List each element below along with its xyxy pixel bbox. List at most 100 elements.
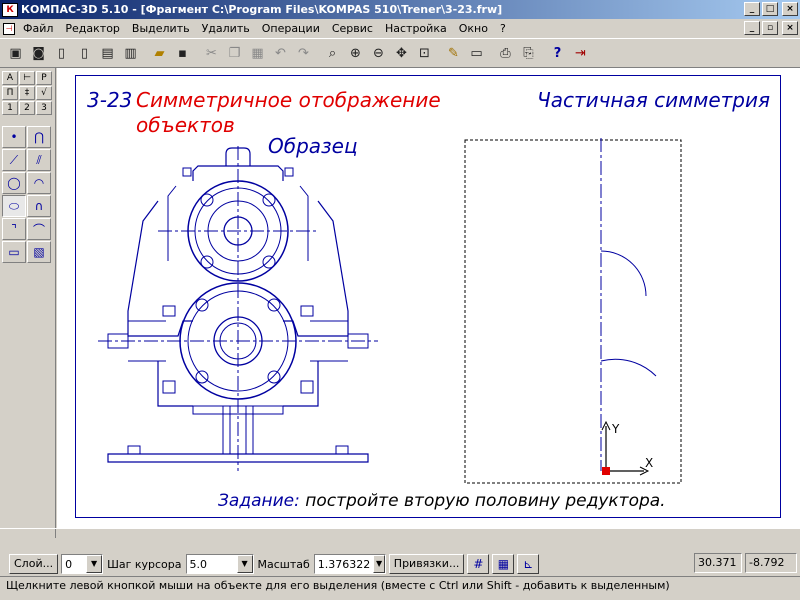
zoom-in-icon[interactable]: ⊕	[350, 45, 361, 61]
scale-value: 1.376322	[317, 557, 371, 571]
print-preview-icon[interactable]: ⎙	[500, 45, 511, 61]
text-tool-button[interactable]: А	[2, 71, 18, 85]
circle-icon[interactable]: ◯	[2, 172, 26, 194]
help-icon[interactable]: ?	[553, 45, 562, 61]
menu-select[interactable]: Выделить	[131, 22, 190, 35]
drawing-frame: 3-23 Симметричное отображение объектов О…	[75, 75, 781, 518]
scale-label: Масштаб	[257, 557, 310, 571]
fillet-icon[interactable]: ⌒	[27, 218, 51, 240]
menu-operations[interactable]: Операции	[261, 22, 320, 35]
param-tool-button[interactable]: Р	[36, 71, 52, 85]
roughness-tool-button[interactable]: √	[36, 86, 52, 100]
doc-minimize-button[interactable]: _	[744, 21, 760, 35]
menu-service[interactable]: Сервис	[331, 22, 373, 35]
layer-combo[interactable]: 0 ▼	[61, 554, 104, 574]
coord-x: 30.371	[694, 553, 742, 573]
task-label: Задание:	[218, 491, 300, 511]
curve-icon[interactable]: ∩	[27, 195, 51, 217]
menu-edit[interactable]: Редактор	[65, 22, 120, 35]
menu-settings[interactable]: Настройка	[384, 22, 447, 35]
copy-icon[interactable]: ❐	[228, 45, 241, 61]
compact-toolbar: А ⊢ Р П ‡ √ 1 2 3 • ⋂ ⟋ ⫽ ◯ ◠ ⬭ ∩ ⌝ ⌒ ▭ …	[0, 68, 56, 538]
open-folder-icon[interactable]: ▰	[154, 45, 165, 61]
open-model-icon[interactable]: ◙	[32, 45, 45, 61]
menu-file[interactable]: Файл	[23, 22, 54, 35]
menu-help[interactable]: ?	[499, 22, 506, 35]
menu-bar: ⊣ Файл Редактор Выделить Удалить Операци…	[0, 19, 800, 38]
parallel-line-icon[interactable]: ⫽	[27, 149, 51, 171]
save-icon[interactable]: ▪	[178, 45, 187, 61]
refresh-icon[interactable]: ✎	[448, 45, 459, 61]
ellipse-icon[interactable]: ⬭	[2, 195, 26, 217]
maximize-button[interactable]: □	[762, 2, 778, 16]
chamfer-icon[interactable]: ⌝	[2, 218, 26, 240]
rectangle-icon[interactable]: ▭	[2, 241, 26, 263]
axis-y-label: Y	[611, 422, 620, 436]
redo-icon[interactable]: ↷	[298, 45, 309, 61]
new-sheet-icon[interactable]: ▣	[9, 45, 22, 61]
title-bar: К КОМПАС-3D 5.10 - [Фрагмент C:\Program …	[0, 0, 800, 19]
sample-reducer	[97, 145, 379, 472]
task-number: 3-23	[87, 88, 133, 112]
doc-close-button[interactable]: ×	[782, 21, 798, 35]
window-title: КОМПАС-3D 5.10 - [Фрагмент C:\Program Fi…	[21, 3, 503, 16]
chevron-down-icon[interactable]: ▼	[86, 555, 103, 573]
undo-icon[interactable]: ↶	[275, 45, 286, 61]
pan-icon[interactable]: ✥	[396, 45, 407, 61]
edit-tool-button[interactable]: П	[2, 86, 18, 100]
scale-combo[interactable]: 1.376322 ▼	[313, 554, 386, 574]
doc-restore-button[interactable]: ▫	[762, 21, 778, 35]
chevron-down-icon[interactable]: ▼	[236, 555, 253, 573]
status-area: Слой... 0 ▼ Шаг курсора 5.0 ▼ Масштаб 1.…	[0, 528, 800, 600]
paste-icon[interactable]: ▦	[251, 45, 264, 61]
grid-icon[interactable]: ▦	[492, 554, 515, 574]
drawing-canvas[interactable]: 3-23 Симметричное отображение объектов О…	[57, 68, 800, 528]
measure-tool-button[interactable]: ‡	[19, 86, 35, 100]
ortho-icon[interactable]: ⊾	[517, 554, 540, 574]
layer-value: 0	[65, 557, 73, 571]
page-3-button[interactable]: 3	[36, 101, 52, 115]
minimize-button[interactable]: _	[744, 2, 760, 16]
page-2-button[interactable]: 2	[19, 101, 35, 115]
zoom-all-icon[interactable]: ⊡	[419, 45, 430, 61]
exit-icon[interactable]: ⇥	[575, 45, 586, 61]
menu-window[interactable]: Окно	[458, 22, 488, 35]
point-icon[interactable]: •	[2, 126, 26, 148]
dimension-tool-button[interactable]: ⊢	[19, 71, 35, 85]
current-state-bar: Слой... 0 ▼ Шаг курсора 5.0 ▼ Масштаб 1.…	[0, 551, 800, 577]
partial-symmetry-label: Частичная симметрия	[537, 88, 770, 112]
new-document-icon[interactable]: ▯	[57, 45, 66, 61]
step-combo[interactable]: 5.0 ▼	[185, 554, 254, 574]
snaps-button[interactable]: Привязки...	[388, 554, 465, 574]
line-icon[interactable]: ⟋	[2, 149, 26, 171]
main-toolbar: ▣ ◙ ▯ ▯ ▤ ▥ ▰ ▪ ✂ ❐ ▦ ↶ ↷ ⌕ ⊕ ⊖ ✥ ⊡ ✎ ▭ …	[0, 38, 800, 68]
zoom-window-icon[interactable]: ⌕	[328, 45, 337, 61]
menu-delete[interactable]: Удалить	[201, 22, 250, 35]
origin-marker	[602, 467, 610, 475]
close-button[interactable]: ×	[782, 2, 798, 16]
new-fragment-icon[interactable]: ▯	[80, 45, 89, 61]
selection-frame	[464, 139, 682, 484]
zoom-out-icon[interactable]: ⊖	[373, 45, 384, 61]
task-description: постройте вторую половину редуктора.	[305, 491, 666, 511]
status-line: Щелкните левой кнопкой мыши на объекте д…	[0, 576, 800, 594]
view-manager-icon[interactable]: ▭	[470, 45, 483, 61]
page-1-button[interactable]: 1	[2, 101, 18, 115]
step-label: Шаг курсора	[107, 557, 182, 571]
chevron-down-icon[interactable]: ▼	[373, 555, 385, 573]
cut-icon[interactable]: ✂	[206, 45, 217, 61]
task-text: Задание: постройте вторую половину редук…	[218, 491, 666, 511]
hatch-icon[interactable]: ▧	[27, 241, 51, 263]
new-spec-icon[interactable]: ▤	[101, 45, 114, 61]
spline-icon[interactable]: ⋂	[27, 126, 51, 148]
step-value: 5.0	[189, 557, 208, 571]
grid-snap-icon[interactable]: #	[467, 554, 490, 574]
layer-button[interactable]: Слой...	[9, 554, 59, 574]
print-icon[interactable]: ⎘	[523, 45, 534, 61]
reducer-drawing: Y X	[97, 138, 682, 484]
arc-icon[interactable]: ◠	[27, 172, 51, 194]
sample-label: Образец	[268, 134, 358, 158]
new-text-icon[interactable]: ▥	[124, 45, 137, 61]
document-icon[interactable]: ⊣	[3, 22, 15, 35]
